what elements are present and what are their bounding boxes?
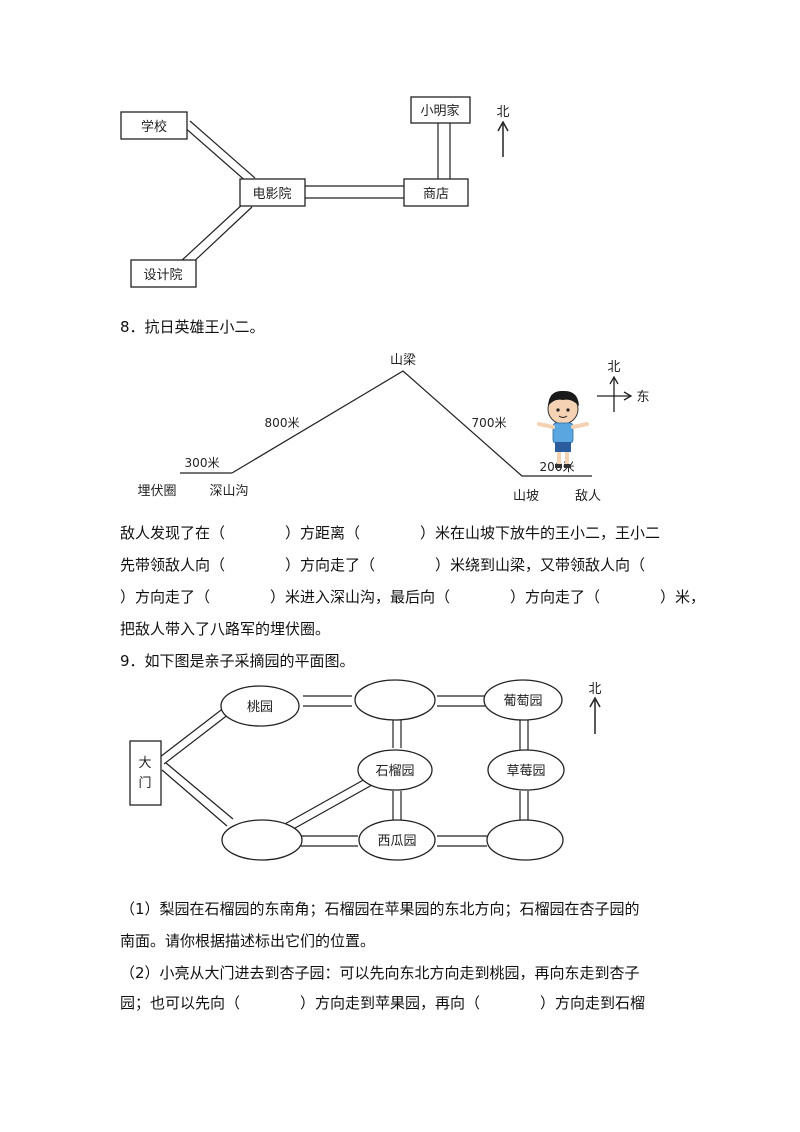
garden-strawberry: 草莓园 — [487, 749, 565, 791]
cinema-label: 电影院 — [252, 187, 291, 202]
map1-roads — [179, 120, 451, 268]
gate-label-1: 大 — [138, 756, 151, 771]
dist-800-label: 800米 — [265, 416, 300, 430]
q8-line-3: ）方向走了（ ）米进入深山沟，最后向（ ）方向走了（ ）米， — [120, 588, 706, 606]
map1-north-arrow: 北 — [496, 105, 510, 157]
grape-label: 葡萄园 — [503, 694, 542, 709]
garden-grape: 葡萄园 — [483, 679, 563, 721]
q9-line-1: （1）梨园在石榴园的东南角；石榴园在苹果园的东北方向；石榴园在杏子园的 — [120, 900, 640, 918]
q9-line-4: 园；也可以先向（ ）方向走到苹果园，再向（ ）方向走到石榴 — [120, 994, 646, 1012]
map1-design-box: 设计院 — [130, 259, 197, 288]
q9-north-label: 北 — [588, 682, 601, 697]
garden-watermelon: 西瓜园 — [358, 819, 436, 861]
dist-300-label: 300米 — [185, 456, 220, 470]
ambush-label: 埋伏圈 — [137, 484, 176, 499]
q8-title: 8．抗日英雄王小二。 — [120, 318, 265, 336]
north-arrow-icon — [497, 120, 509, 132]
gate-box: 大 门 — [129, 740, 162, 806]
q9-north-arrow: 北 — [588, 682, 602, 734]
garden-bottom-left-blank[interactable] — [221, 819, 303, 861]
design-institute-label: 设计院 — [143, 268, 182, 283]
mountain-ridge-label: 山梁 — [390, 353, 416, 368]
slope-label: 山坡 — [513, 489, 539, 504]
q8-line-4: 把敌人带入了八路军的埋伏圈。 — [120, 620, 331, 638]
north-arrow-icon — [609, 375, 619, 385]
boy-icon — [537, 390, 589, 468]
compass-north-label: 北 — [607, 360, 620, 375]
strawberry-label: 草莓园 — [506, 764, 545, 779]
q8-compass: 北 东 — [597, 360, 650, 412]
shop-label: 商店 — [423, 187, 449, 202]
north-label: 北 — [496, 105, 509, 120]
q9-roads — [159, 695, 529, 847]
q8-line-1: 敌人发现了在（ ）方距离（ ）米在山坡下放牛的王小二，王小二 — [120, 524, 661, 542]
garden-bottom-right-blank[interactable] — [486, 819, 564, 861]
q8-line-2: 先带领敌人向（ ）方向走了（ ）米绕到山梁，又带领敌人向（ — [120, 556, 646, 574]
map1-cinema-box: 电影院 — [239, 178, 306, 207]
watermelon-label: 西瓜园 — [377, 834, 416, 849]
xiaoming-home-label: 小明家 — [420, 103, 459, 119]
garden-peach: 桃园 — [220, 685, 300, 727]
ravine-label: 深山沟 — [209, 484, 248, 499]
pomegranate-label: 石榴园 — [375, 764, 414, 779]
dist-700-label: 700米 — [472, 416, 507, 430]
map1-school-box: 学校 — [120, 111, 188, 140]
q9-title: 9．如下图是亲子采摘园的平面图。 — [120, 652, 355, 670]
garden-top-mid-blank[interactable] — [354, 679, 436, 721]
school-label: 学校 — [141, 119, 167, 135]
garden-pomegranate: 石榴园 — [357, 749, 433, 791]
map1-home-box: 小明家 — [410, 96, 471, 124]
enemy-label: 敌人 — [575, 489, 601, 504]
gate-label-2: 门 — [138, 776, 151, 791]
north-arrow-icon — [589, 696, 601, 708]
peach-label: 桃园 — [247, 700, 273, 715]
map1-shop-box: 商店 — [403, 178, 469, 207]
east-arrow-icon — [623, 391, 633, 401]
q9-line-3: （2）小亮从大门进去到杏子园：可以先向东北方向走到桃园，再向东走到杏子 — [120, 964, 640, 982]
q9-line-2: 南面。请你根据描述标出它们的位置。 — [120, 932, 376, 950]
q8-path — [180, 370, 592, 477]
compass-east-label: 东 — [636, 390, 649, 405]
